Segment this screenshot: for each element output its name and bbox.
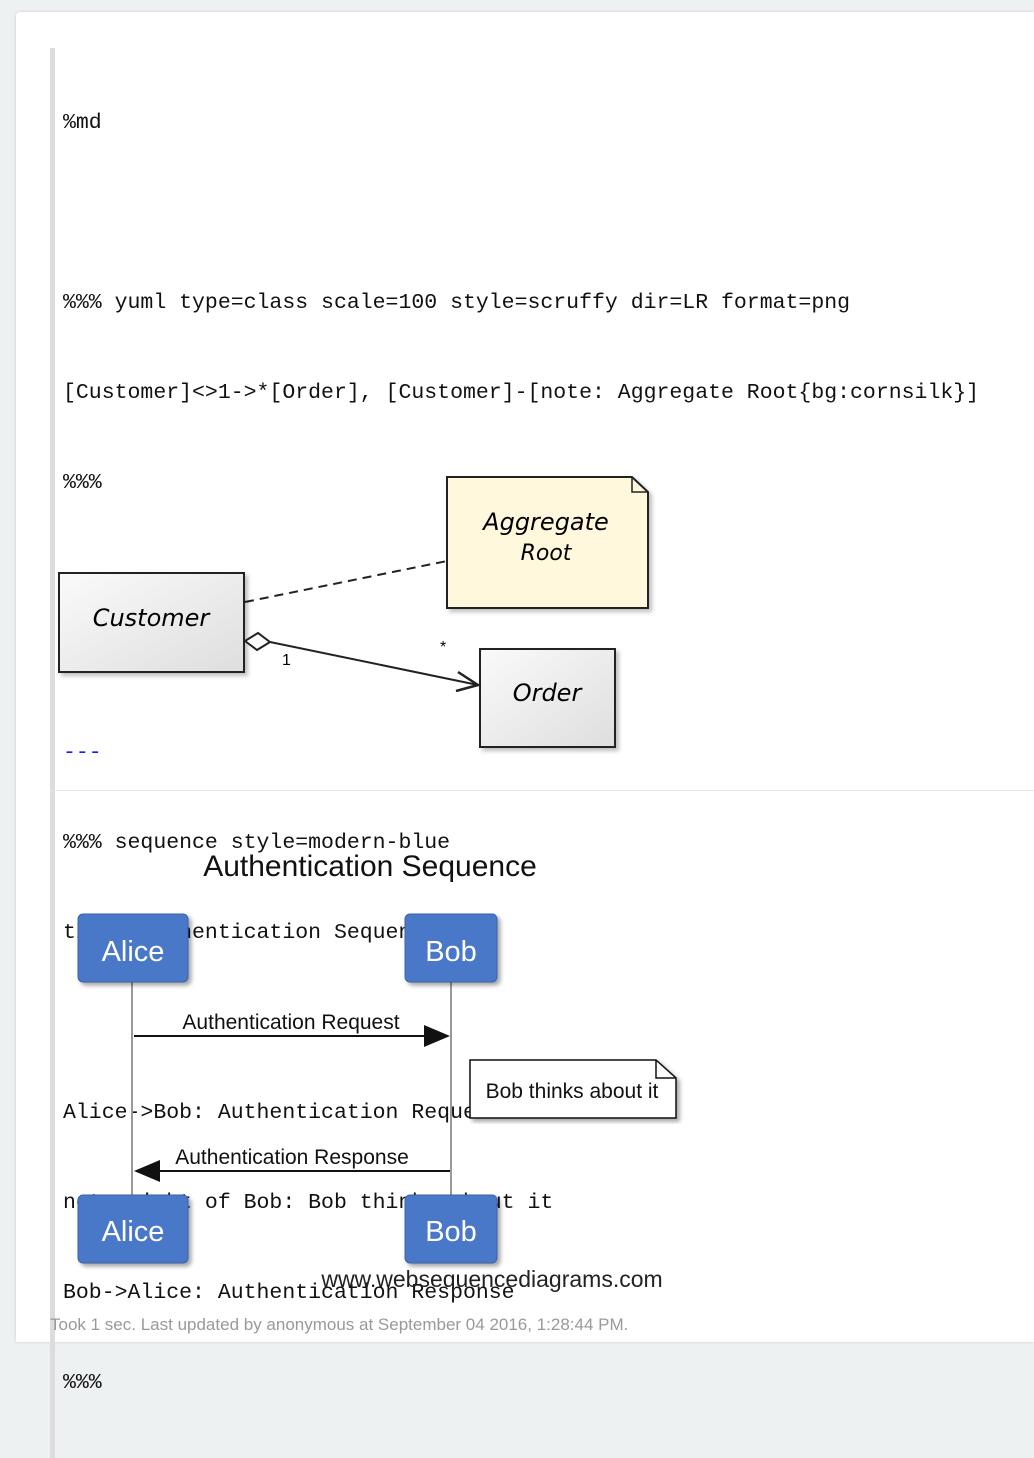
code-line: Bob->Alice: Authentication Response — [63, 1281, 515, 1305]
class-diagram: Aggregate Root Customer Order 1 * — [58, 476, 649, 748]
code-line — [63, 198, 1025, 228]
code-line: %%% yuml type=class scale=100 style=scru… — [63, 291, 851, 315]
participant-alice-top — [77, 913, 189, 983]
code-line: %%% — [63, 1371, 102, 1395]
code-line: %%% — [63, 471, 102, 495]
note-line-1: Aggregate — [481, 508, 609, 536]
class-customer-label: Customer — [93, 604, 212, 632]
aggregation-line — [269, 641, 479, 686]
multiplicity-target: * — [440, 639, 446, 656]
participant-alice-top-label: Alice — [102, 936, 165, 968]
code-line: %md — [63, 111, 102, 135]
code-line — [63, 558, 1025, 588]
code-line: %%% sequence style=modern-blue — [63, 831, 451, 855]
watermark: www.websequencediagrams.com — [320, 1266, 662, 1292]
class-customer-box — [58, 572, 245, 673]
participant-alice-bottom — [77, 1194, 189, 1264]
arrowhead-icon — [455, 670, 482, 693]
participant-bob-bottom — [404, 1194, 498, 1264]
message-1-arrowhead-icon — [424, 1025, 450, 1047]
sequence-title: Authentication Sequence — [203, 850, 537, 883]
note-line-2: Root — [521, 541, 573, 566]
note-connector — [244, 560, 448, 603]
code-line: --- — [63, 741, 102, 765]
note-aggregate-root — [446, 476, 649, 609]
output-divider — [50, 790, 1034, 791]
code-line: Alice->Bob: Authentication Request — [63, 1101, 502, 1125]
paragraph-status: Took 1 sec. Last updated by anonymous at… — [50, 1315, 629, 1334]
sequence-diagram: Authentication Sequence Alice Bob Alice … — [77, 850, 677, 1292]
note-label: Bob thinks about it — [486, 1080, 659, 1103]
message-2-arrowhead-icon — [134, 1160, 160, 1182]
participant-bob-bottom-label: Bob — [425, 1216, 477, 1248]
message-2-label: Authentication Response — [175, 1146, 409, 1169]
note-box — [469, 1059, 677, 1119]
multiplicity-source: 1 — [282, 652, 291, 669]
class-order-box — [479, 648, 616, 748]
participant-alice-bottom-label: Alice — [102, 1216, 165, 1248]
message-1-label: Authentication Request — [182, 1011, 399, 1034]
class-order-label: Order — [513, 679, 584, 707]
code-line — [63, 648, 1025, 678]
note-fold-icon — [655, 1060, 676, 1079]
participant-bob-top-label: Bob — [425, 936, 477, 968]
participant-bob-top — [404, 913, 498, 983]
code-line: [Customer]<>1->*[Order], [Customer]-[not… — [63, 381, 980, 405]
